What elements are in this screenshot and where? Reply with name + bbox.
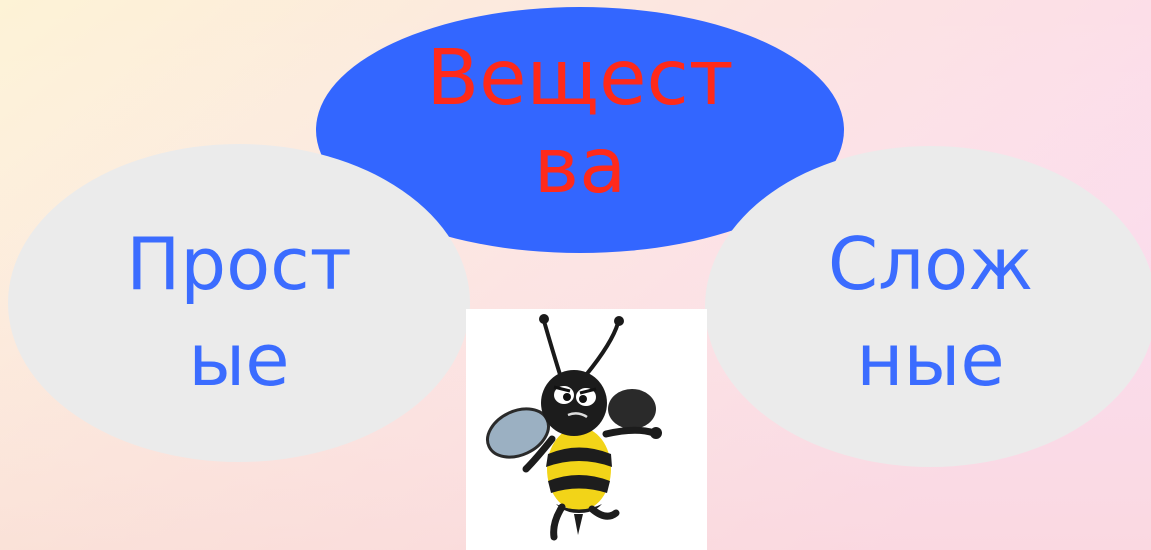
right-label-line-2: ные [856, 318, 1005, 402]
right-node-label: Слож ные [705, 216, 1151, 408]
left-node-label: Прост ые [8, 216, 470, 408]
center-label-line-2: ва [533, 122, 627, 211]
center-label-line-1: Вещест [426, 34, 734, 123]
right-ellipse-node: Слож ные [705, 146, 1151, 467]
left-ellipse-node: Прост ые [8, 144, 470, 462]
right-label-line-1: Слож [827, 222, 1034, 306]
bee-icon [486, 314, 662, 541]
center-node-label: Вещест ва [316, 35, 844, 211]
bee-image [466, 309, 707, 550]
left-label-line-2: ые [188, 318, 290, 402]
left-label-line-1: Прост [126, 222, 352, 306]
